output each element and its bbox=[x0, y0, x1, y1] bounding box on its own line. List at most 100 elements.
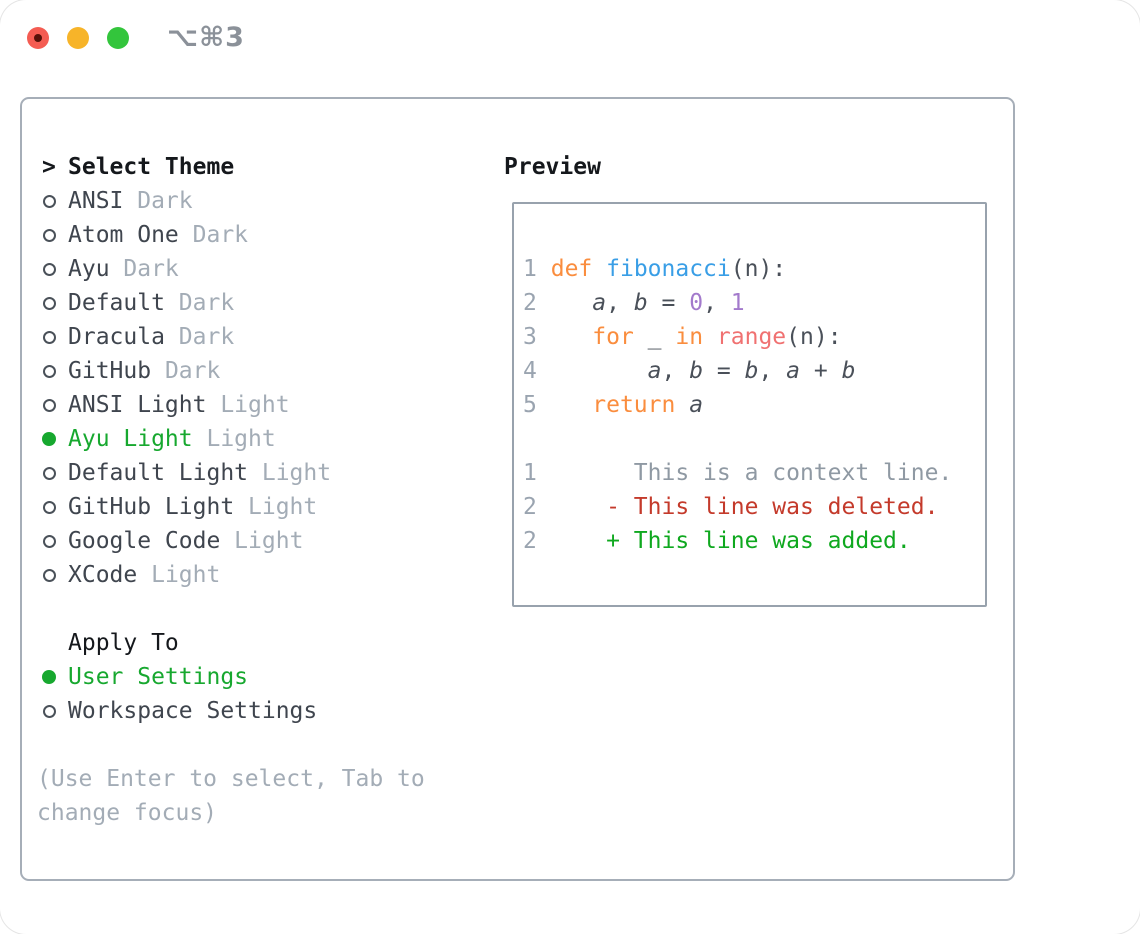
selection-prompt-icon: > bbox=[42, 154, 56, 180]
option-variant-tag: Dark bbox=[178, 222, 249, 248]
option-variant-tag: Dark bbox=[164, 324, 235, 350]
line-number: 1 bbox=[523, 256, 537, 282]
option-variant-tag: Light bbox=[192, 426, 276, 452]
theme-option-google-code[interactable]: Google Code Light bbox=[42, 524, 331, 558]
theme-option-ayu[interactable]: Ayu Dark bbox=[42, 252, 331, 286]
option-label: Google Code bbox=[68, 528, 221, 554]
apply-option-workspace-settings[interactable]: Workspace Settings bbox=[42, 694, 317, 728]
code-token: b bbox=[841, 358, 856, 384]
code-token: _ bbox=[633, 324, 676, 350]
radio-unselected-icon bbox=[43, 228, 56, 242]
code-token: (n): bbox=[786, 324, 842, 350]
radio-unselected-icon bbox=[43, 364, 56, 378]
theme-option-default-light[interactable]: Default Light Light bbox=[42, 456, 331, 490]
preview-section: Preview bbox=[504, 150, 601, 184]
code-line: 1 def fibonacci(n): bbox=[523, 252, 979, 286]
theme-option-default[interactable]: Default Dark bbox=[42, 286, 331, 320]
theme-option-atom-one[interactable]: Atom One Dark bbox=[42, 218, 331, 252]
theme-option-xcode[interactable]: XCode Light bbox=[42, 558, 331, 592]
theme-list-title: Select Theme bbox=[68, 154, 235, 180]
code-token: b bbox=[744, 358, 759, 384]
close-button[interactable] bbox=[27, 27, 49, 49]
code-token bbox=[675, 392, 689, 418]
line-number: 1 bbox=[523, 460, 537, 486]
code-line: 5 return a bbox=[523, 388, 979, 422]
option-variant-tag: Light bbox=[220, 528, 304, 554]
line-number: 3 bbox=[523, 324, 537, 350]
option-variant-tag: Dark bbox=[123, 188, 193, 214]
code-token: for bbox=[592, 324, 634, 350]
option-label: ANSI Light bbox=[68, 392, 207, 418]
code-token: fibonacci bbox=[606, 256, 731, 282]
radio-unselected-icon bbox=[43, 500, 56, 514]
radio-unselected-icon bbox=[43, 534, 56, 548]
help-hint-line: change focus) bbox=[37, 800, 218, 826]
code-token: a bbox=[689, 392, 704, 418]
code-token: in bbox=[675, 324, 704, 350]
code-token: a bbox=[592, 290, 607, 316]
option-label: XCode bbox=[68, 562, 138, 588]
radio-unselected-icon bbox=[43, 296, 56, 310]
code-token: + bbox=[800, 358, 842, 384]
zoom-button[interactable] bbox=[107, 27, 129, 49]
code-line: 2 a, b = 0, 1 bbox=[523, 286, 979, 320]
theme-option-dracula[interactable]: Dracula Dark bbox=[42, 320, 331, 354]
code-token: - This line was deleted. bbox=[606, 494, 939, 520]
code-token: b bbox=[689, 358, 704, 384]
code-token: a bbox=[647, 358, 662, 384]
apply-to-title: Apply To bbox=[68, 630, 179, 656]
theme-option-github[interactable]: GitHub Dark bbox=[42, 354, 331, 388]
radio-unselected-icon bbox=[43, 330, 56, 344]
radio-selected-icon bbox=[42, 432, 56, 446]
code-token bbox=[592, 256, 606, 282]
code-token: , bbox=[758, 358, 787, 384]
apply-option-user-settings[interactable]: User Settings bbox=[42, 660, 317, 694]
code-token: 1 bbox=[730, 290, 745, 316]
theme-option-ansi[interactable]: ANSI Dark bbox=[42, 184, 331, 218]
option-variant-tag: Dark bbox=[164, 290, 235, 316]
option-label: Default Light bbox=[68, 460, 249, 486]
option-label: Atom One bbox=[68, 222, 179, 248]
theme-option-github-light[interactable]: GitHub Light Light bbox=[42, 490, 331, 524]
code-token: b bbox=[633, 290, 648, 316]
radio-selected-icon bbox=[42, 670, 56, 684]
line-number: 2 bbox=[523, 290, 537, 316]
option-variant-tag: Light bbox=[137, 562, 221, 588]
radio-unselected-icon bbox=[43, 568, 56, 582]
option-label: GitHub Light bbox=[68, 494, 235, 520]
radio-unselected-icon bbox=[43, 704, 56, 718]
code-token: This is a context line. bbox=[633, 460, 953, 486]
option-label: Ayu bbox=[68, 256, 110, 282]
option-variant-tag: Light bbox=[234, 494, 318, 520]
line-number: 5 bbox=[523, 392, 537, 418]
option-label: Default bbox=[68, 290, 165, 316]
minimize-button[interactable] bbox=[67, 27, 89, 49]
radio-unselected-icon bbox=[43, 262, 56, 276]
option-label: GitHub bbox=[68, 358, 152, 384]
help-hint: (Use Enter to select, Tab to change focu… bbox=[37, 762, 425, 830]
option-variant-tag: Dark bbox=[109, 256, 179, 282]
code-line: 2 + This line was added. bbox=[523, 524, 979, 558]
code-line: 1 This is a context line. bbox=[523, 456, 979, 490]
radio-unselected-icon bbox=[43, 398, 56, 412]
option-label: Dracula bbox=[68, 324, 165, 350]
code-token: = bbox=[703, 358, 745, 384]
window-title: ⌥⌘3 bbox=[167, 22, 245, 53]
code-token: def bbox=[550, 256, 593, 282]
theme-option-ansi-light[interactable]: ANSI Light Light bbox=[42, 388, 331, 422]
code-token: = bbox=[647, 290, 690, 316]
code-token: , bbox=[703, 290, 731, 316]
blank-line bbox=[523, 422, 979, 456]
radio-unselected-icon bbox=[43, 194, 56, 208]
option-label: Workspace Settings bbox=[68, 698, 318, 724]
code-token: + This line was added. bbox=[606, 528, 911, 554]
code-token: range bbox=[716, 324, 787, 350]
code-line: 4 a, b = b, a + b bbox=[523, 354, 979, 388]
code-line: 2 - This line was deleted. bbox=[523, 490, 979, 524]
help-hint-line: (Use Enter to select, Tab to bbox=[37, 766, 425, 792]
theme-option-ayu-light[interactable]: Ayu Light Light bbox=[42, 422, 331, 456]
